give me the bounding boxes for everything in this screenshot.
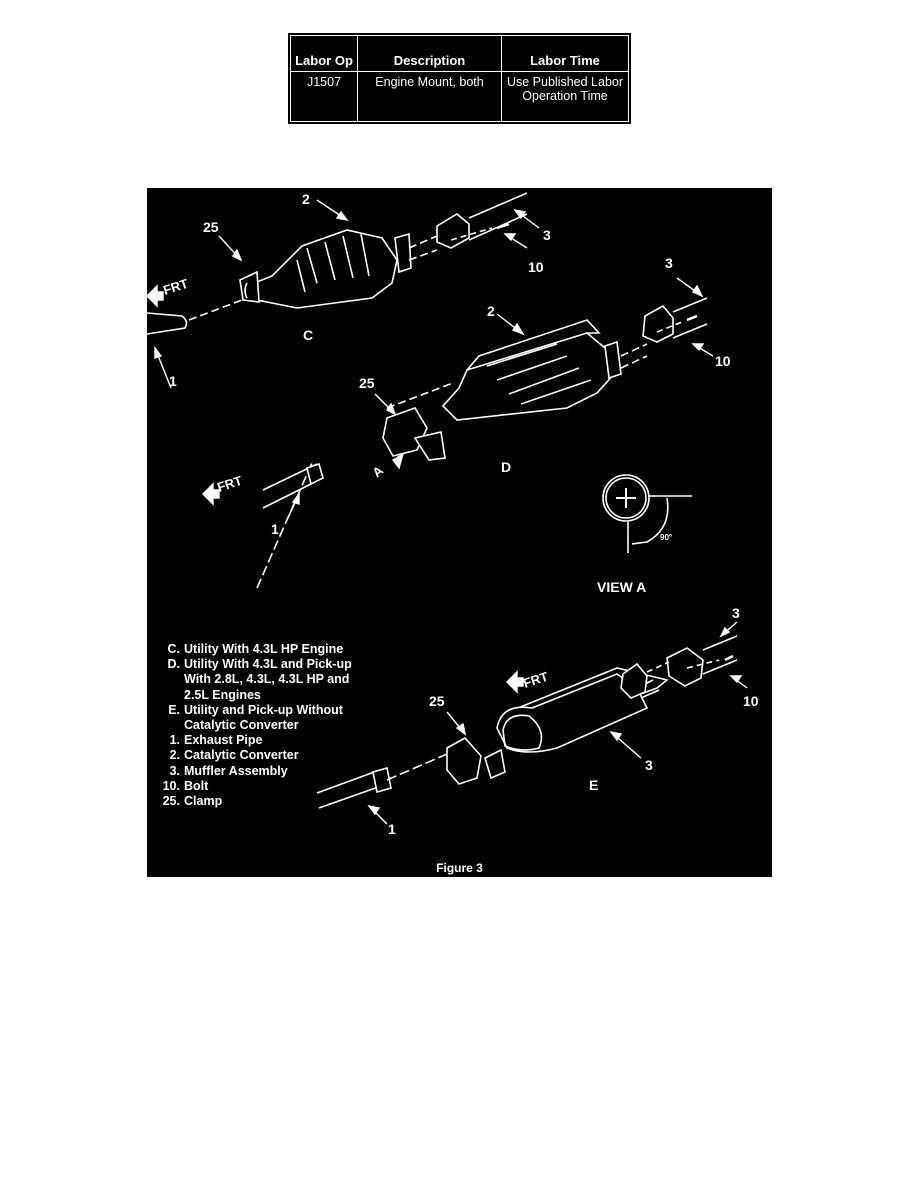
callout-clamp-c: 25 — [203, 219, 219, 235]
callout-bolt-c: 10 — [528, 259, 544, 275]
view-d-converter — [441, 332, 616, 421]
callout-muffler-e: 3 — [645, 757, 653, 773]
callout-converter-d: 2 — [487, 303, 495, 319]
header-labor-op: Labor Op — [290, 35, 358, 72]
view-e-clamp — [446, 736, 482, 785]
legend-key — [160, 672, 184, 687]
legend-text: Clamp — [184, 794, 223, 809]
legend-item: C.Utility With 4.3L HP Engine — [160, 642, 352, 657]
callout-clamp-d: 25 — [359, 375, 375, 391]
legend-item: E. Utility and Pick-up Without — [160, 703, 352, 718]
frt-label-e: FRT — [521, 669, 550, 691]
callout-pipe-e: 1 — [388, 821, 396, 837]
cell-labor-op: J1507 — [290, 71, 358, 122]
exhaust-diagram: 2 25 3 10 FRT C 1 3 2 10 25 FRT A D 1 90… — [147, 191, 759, 837]
legend-key: E. — [168, 702, 180, 717]
callout-muffler-d: 3 — [665, 255, 673, 271]
legend-key: C. — [167, 642, 181, 656]
callout-bolt-e: 10 — [743, 693, 759, 709]
legend-item: 10. Bolt — [160, 779, 352, 794]
legend-item: 2.5L Engines — [160, 688, 352, 703]
legend-text: Bolt — [184, 778, 209, 793]
view-c-flange — [436, 213, 470, 249]
view-letter-c: C — [303, 327, 313, 343]
frt-label-c: FRT — [161, 276, 190, 298]
header-description: Description — [357, 35, 502, 72]
callout-pipe-d: 1 — [271, 521, 279, 537]
exhaust-figure: 2 25 3 10 FRT C 1 3 2 10 25 FRT A D 1 90… — [147, 188, 772, 877]
legend-item: With 2.8L, 4.3L, 4.3L HP and — [160, 672, 352, 687]
legend-key — [160, 688, 184, 703]
legend-text: With 2.8L, 4.3L, 4.3L HP and — [184, 672, 350, 687]
callout-muffler-e-top: 3 — [732, 605, 740, 621]
legend-key: 2. — [169, 748, 180, 763]
callout-converter-c: 2 — [302, 191, 310, 207]
legend-key: 10. — [162, 778, 180, 793]
view-letter-a: A — [369, 462, 386, 480]
figure-caption: Figure 3 — [436, 861, 483, 875]
legend-item: 3. Muffler Assembly — [160, 764, 352, 779]
legend-item: Catalytic Converter — [160, 718, 352, 733]
view-c-pipe-end — [147, 312, 188, 335]
legend-text: Exhaust Pipe — [184, 733, 263, 748]
legend-text: Utility With 4.3L and Pick-up — [184, 657, 352, 672]
view-d-flange — [642, 304, 674, 343]
callout-bolt-d: 10 — [715, 353, 731, 369]
legend-text: Utility With 4.3L HP Engine — [184, 642, 344, 656]
legend-key: 3. — [169, 763, 180, 778]
legend-text: Utility and Pick-up Without — [184, 702, 343, 717]
legend-text: Catalytic Converter — [184, 718, 299, 733]
view-c-converter — [240, 229, 398, 309]
legend-text: 2.5L Engines — [184, 687, 261, 702]
callout-muffler-c: 3 — [543, 227, 551, 243]
view-letter-e: E — [589, 777, 598, 793]
legend-key — [160, 718, 184, 733]
legend-item: 25. Clamp — [160, 794, 352, 809]
view-letter-d: D — [501, 459, 511, 475]
legend-item: 2. Catalytic Converter — [160, 748, 352, 763]
header-labor-time: Labor Time — [501, 35, 629, 72]
view-e-flange-a — [620, 662, 648, 699]
cell-labor-time: Use Published Labor Operation Time — [501, 71, 629, 122]
angle-label: 90° — [660, 533, 672, 542]
legend-key: 1. — [169, 733, 180, 748]
view-a-circle — [602, 474, 650, 522]
callout-pipe-c: 1 — [169, 373, 177, 389]
callout-clamp-e: 25 — [429, 693, 445, 709]
legend-key: D. — [167, 657, 181, 672]
legend-item: D.Utility With 4.3L and Pick-up — [160, 657, 352, 672]
view-d-clamp — [382, 407, 428, 457]
legend-text: Catalytic Converter — [184, 748, 299, 763]
legend-text: Muffler Assembly — [184, 763, 288, 778]
view-e-flange-b — [666, 647, 704, 687]
legend-key: 25. — [162, 794, 180, 809]
labor-table: Labor Op Description Labor Time J1507 En… — [288, 33, 631, 124]
frt-label-d: FRT — [215, 473, 244, 495]
view-a-label: VIEW A — [597, 579, 646, 595]
legend-item: 1. Exhaust Pipe — [160, 733, 352, 748]
cell-description: Engine Mount, both — [357, 71, 502, 122]
